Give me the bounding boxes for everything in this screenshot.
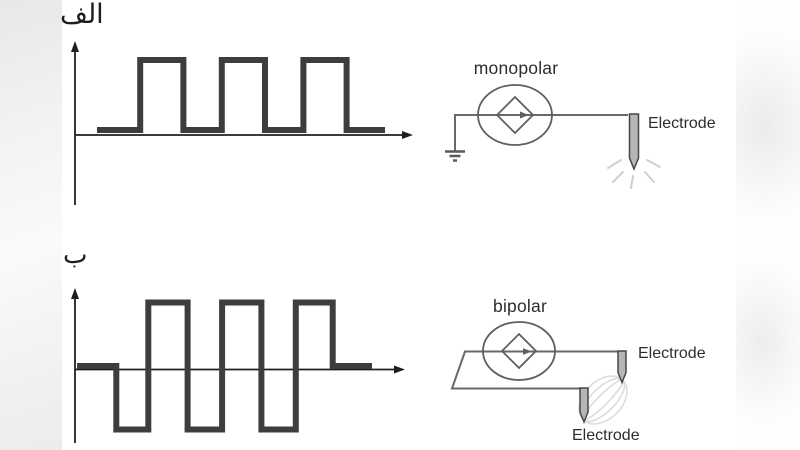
electrode-b-bottom-label: Electrode [572, 427, 640, 444]
y-axis-b-arrowhead-icon [71, 288, 79, 299]
waveform-b-trace [77, 299, 372, 433]
ground-icon [445, 150, 465, 162]
monopolar-wire [454, 114, 628, 151]
current-source-diamond-b [500, 332, 538, 370]
current-source-ellipse-a [477, 84, 553, 146]
current-source-diamond-a [495, 95, 535, 135]
current-direction-arrow-icon-a [520, 111, 529, 119]
bipolar-circuit [450, 321, 628, 425]
panel-b-axes [71, 288, 405, 443]
electrode-a-label: Electrode [648, 115, 716, 132]
electrode-a-icon [628, 113, 640, 171]
electrode-b-top-label: Electrode [638, 345, 706, 362]
electrode-b-bottom-icon [579, 387, 589, 425]
bipolar-title: bipolar [493, 296, 547, 316]
panel-a-label: الف [60, 0, 104, 30]
bipolar-wire-loop [450, 350, 618, 390]
waveform-a-trace [97, 57, 385, 133]
current-direction-arrow-icon-b [523, 348, 532, 355]
x-axis-b-arrowhead-icon [394, 365, 405, 374]
panel-a-axes [71, 41, 413, 205]
monopolar-title: monopolar [473, 58, 559, 78]
current-source-ellipse-b [482, 321, 556, 381]
electrode-b-top-icon [617, 350, 627, 385]
y-axis-a-arrowhead-icon [71, 41, 79, 52]
monopolar-circuit [445, 84, 661, 189]
panel-b-label: ب [63, 240, 88, 270]
x-axis-a-arrowhead-icon [402, 131, 413, 139]
spark-lines-icon [607, 159, 661, 189]
